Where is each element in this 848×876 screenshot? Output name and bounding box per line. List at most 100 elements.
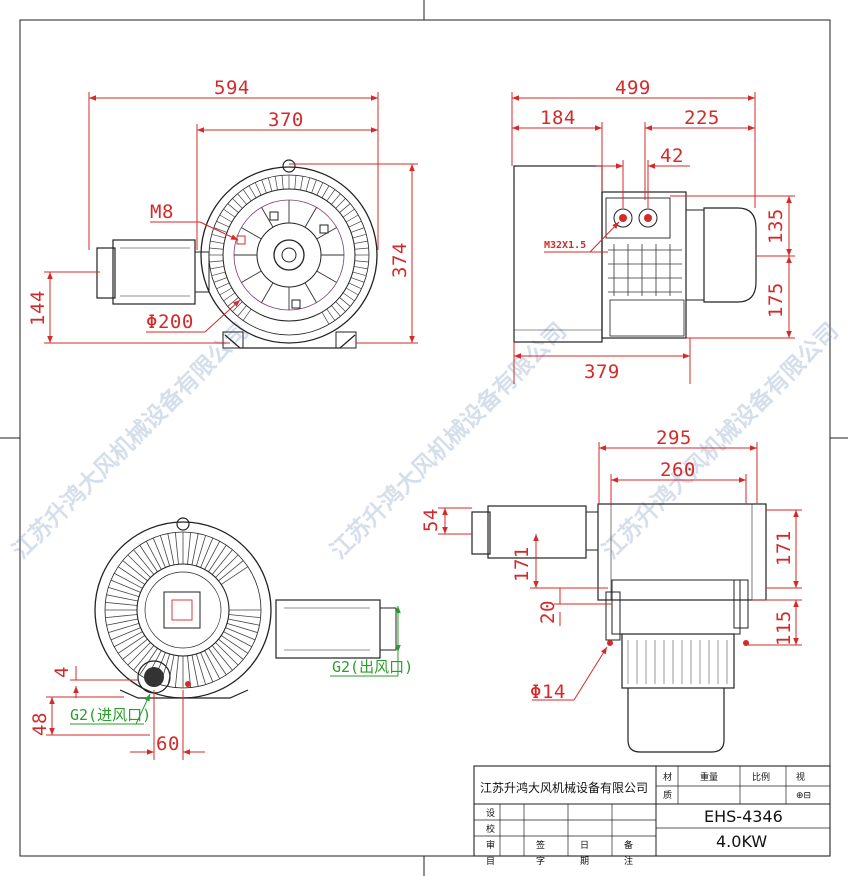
fin-line [226, 622, 258, 634]
fin-line [105, 601, 138, 606]
fin-line [200, 652, 214, 683]
power-rating: 4.0KW [716, 832, 767, 851]
fin-line [139, 544, 158, 572]
fin-line [304, 282, 317, 303]
dim-184: 184 [540, 107, 576, 129]
fin-line [122, 560, 148, 582]
fin-line [122, 638, 148, 660]
fin-line [350, 227, 365, 233]
label-design: 设 [486, 808, 495, 819]
watermark-text-2: 江苏升鸿大风机械设备有限公司 [325, 317, 572, 564]
front-view-blower [96, 159, 378, 349]
fin-line [208, 648, 227, 676]
dim-20: 20 [537, 600, 559, 624]
fin-line [223, 208, 236, 218]
fin-line [342, 292, 355, 302]
dim-115: 115 [773, 610, 795, 646]
dim-42: 42 [660, 145, 684, 167]
label-period: 期 [580, 856, 589, 867]
fin-line [219, 214, 233, 223]
fin-line [335, 301, 346, 312]
fin-line [211, 645, 233, 671]
fin-line [352, 233, 367, 239]
fin-line [241, 227, 262, 240]
fin-line [335, 198, 346, 209]
fin-line [345, 287, 359, 296]
dim-54: 54 [420, 508, 442, 532]
label-view: 视 [796, 771, 805, 783]
fin-line [261, 179, 267, 194]
fin-line [225, 627, 256, 641]
rear-view-blower [94, 517, 397, 699]
fin-line [316, 182, 324, 196]
fin-line [110, 579, 141, 593]
fin-line [221, 635, 249, 654]
fin-line [342, 208, 355, 218]
fin-line [223, 631, 252, 648]
fin-line [167, 655, 175, 687]
fin-line [211, 549, 233, 575]
fin-line [159, 535, 171, 567]
fin-line [211, 233, 226, 239]
fin-line [294, 175, 297, 190]
dim-60: 60 [156, 733, 180, 755]
fin-line [345, 214, 359, 223]
label-weight: 重量 [700, 771, 718, 783]
fin-line [213, 227, 228, 233]
fin-line [215, 554, 239, 578]
fin-line [105, 614, 138, 619]
label-check: 校 [486, 823, 495, 835]
fin-line [227, 203, 239, 213]
fin-line [133, 645, 155, 671]
label-char: 字 [536, 855, 545, 867]
fin-line [167, 533, 175, 565]
dim-594: 594 [214, 77, 250, 99]
fin-line [274, 176, 278, 191]
fin-line [241, 270, 262, 283]
fin-line [354, 247, 369, 250]
fin-line [242, 189, 252, 202]
fin-line [218, 638, 244, 660]
dim-499: 499 [615, 77, 651, 99]
label-note: 备 [624, 839, 633, 851]
fin-line [106, 594, 138, 602]
fin-line [191, 533, 199, 565]
fin-line [305, 177, 311, 192]
label-sign: 签 [536, 839, 545, 851]
dim-144: 144 [27, 290, 49, 326]
fin-line [209, 247, 224, 250]
fin-line [221, 566, 249, 585]
dim-260: 260 [660, 459, 696, 481]
label-date: 日 [580, 840, 589, 851]
fin-line [204, 541, 221, 570]
fin-line [204, 650, 221, 679]
fin-line [232, 301, 243, 312]
label-audit: 审 [486, 839, 495, 851]
fin-line [215, 642, 239, 666]
fin-line [326, 308, 336, 321]
dim-295: 295 [656, 427, 692, 449]
fin-line [187, 532, 192, 565]
watermark-text-3: 江苏升鸿大风机械设备有限公司 [597, 317, 844, 564]
fin-line [213, 277, 228, 283]
label-outlet: G2(出风口) [332, 658, 413, 676]
fin-line [216, 282, 230, 290]
side-view-dimensions: 499 184 225 42 135 175 379 M32X1.5 [511, 77, 795, 384]
title-company: 江苏升鸿大风机械设备有限公司 [480, 780, 648, 795]
fin-line [200, 537, 214, 568]
label-scale: 比例 [752, 771, 770, 783]
fin-line [331, 305, 341, 317]
fin-line [223, 292, 236, 302]
fin-line [195, 535, 207, 567]
dim-4: 4 [51, 666, 73, 678]
fin-line [353, 240, 368, 244]
fin-line [216, 220, 230, 228]
dim-phi200: Φ200 [146, 311, 194, 333]
front-view-dimensions: 594 370 374 144 M8 Φ200 [27, 77, 418, 344]
fin-line [218, 560, 244, 582]
top-view-dimensions: 295 260 54 171 171 20 115 Φ14 [420, 427, 802, 703]
fin-line [152, 537, 166, 568]
fin-line [353, 266, 368, 270]
